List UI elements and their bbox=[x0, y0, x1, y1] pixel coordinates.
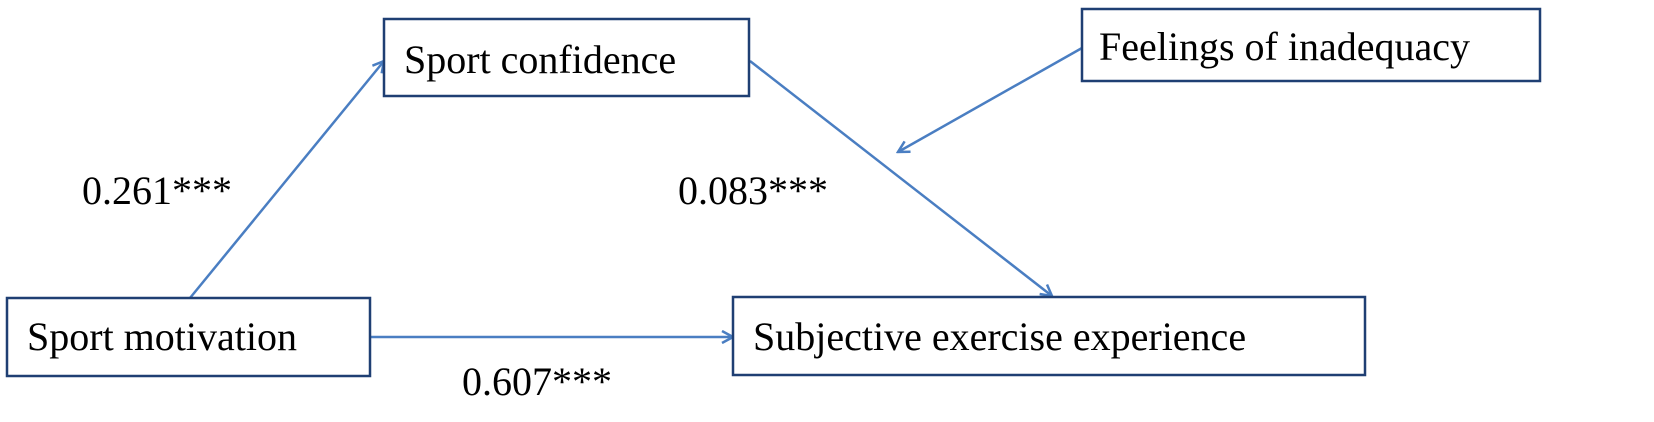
coef-motivation-to-confidence: 0.261*** bbox=[82, 168, 232, 213]
node-feelings-of-inadequacy-label: Feelings of inadequacy bbox=[1099, 24, 1470, 69]
node-sport-confidence: Sport confidence bbox=[382, 17, 751, 98]
node-subjective-exercise-experience-label: Subjective exercise experience bbox=[753, 314, 1246, 359]
edge-inadequacy-moderation bbox=[898, 46, 1083, 152]
coef-confidence-to-experience: 0.083*** bbox=[678, 168, 828, 213]
edge-motivation-to-confidence bbox=[189, 61, 384, 299]
node-feelings-of-inadequacy: Feelings of inadequacy bbox=[1080, 7, 1542, 83]
node-subjective-exercise-experience: Subjective exercise experience bbox=[731, 295, 1367, 377]
edge-confidence-to-experience bbox=[749, 60, 1052, 296]
node-sport-motivation-label: Sport motivation bbox=[27, 314, 297, 359]
node-sport-confidence-label: Sport confidence bbox=[404, 37, 676, 82]
node-sport-motivation: Sport motivation bbox=[5, 296, 372, 378]
coef-motivation-to-experience: 0.607*** bbox=[462, 359, 612, 404]
